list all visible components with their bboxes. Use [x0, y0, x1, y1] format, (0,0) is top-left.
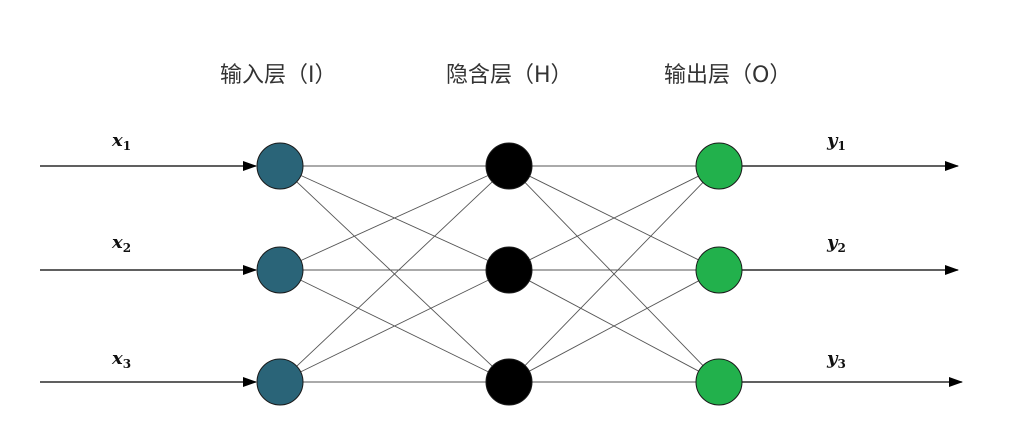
input-label-3: x3 — [111, 348, 131, 371]
output-node-1 — [695, 142, 743, 190]
hidden-layer-nodes — [485, 142, 533, 406]
input-node-2 — [256, 246, 304, 294]
input-arrows — [40, 161, 257, 387]
connections — [296, 165, 704, 383]
input-node-3 — [256, 358, 304, 406]
connection-l2-2-1 — [529, 175, 699, 261]
input-label-1: x1 — [111, 130, 131, 153]
hidden-node-1 — [485, 142, 533, 190]
output-node-2 — [695, 246, 743, 294]
input-node-1 — [256, 142, 304, 190]
hidden-node-3 — [485, 358, 533, 406]
output-label-2: y2 — [826, 232, 846, 255]
input-label-2: x2 — [111, 232, 131, 255]
hidden-layer-title: 隐含层（H） — [446, 63, 573, 88]
connection-l1-3-2 — [300, 279, 489, 373]
output-arrows — [742, 161, 963, 387]
hidden-node-2 — [485, 246, 533, 294]
input-layer-title: 输入层（I） — [220, 63, 337, 88]
connection-l2-3-2 — [529, 280, 699, 372]
output-node-3 — [695, 358, 743, 406]
output-layer-nodes — [695, 142, 743, 406]
input-layer-nodes — [256, 142, 304, 406]
connection-l1-2-1 — [300, 175, 489, 261]
connection-l2-3-1 — [524, 182, 704, 366]
output-label-1: y1 — [826, 130, 846, 153]
connection-l1-3-1 — [296, 181, 493, 367]
output-layer-title: 输出层（O） — [664, 63, 791, 88]
output-label-3: y3 — [826, 348, 846, 371]
